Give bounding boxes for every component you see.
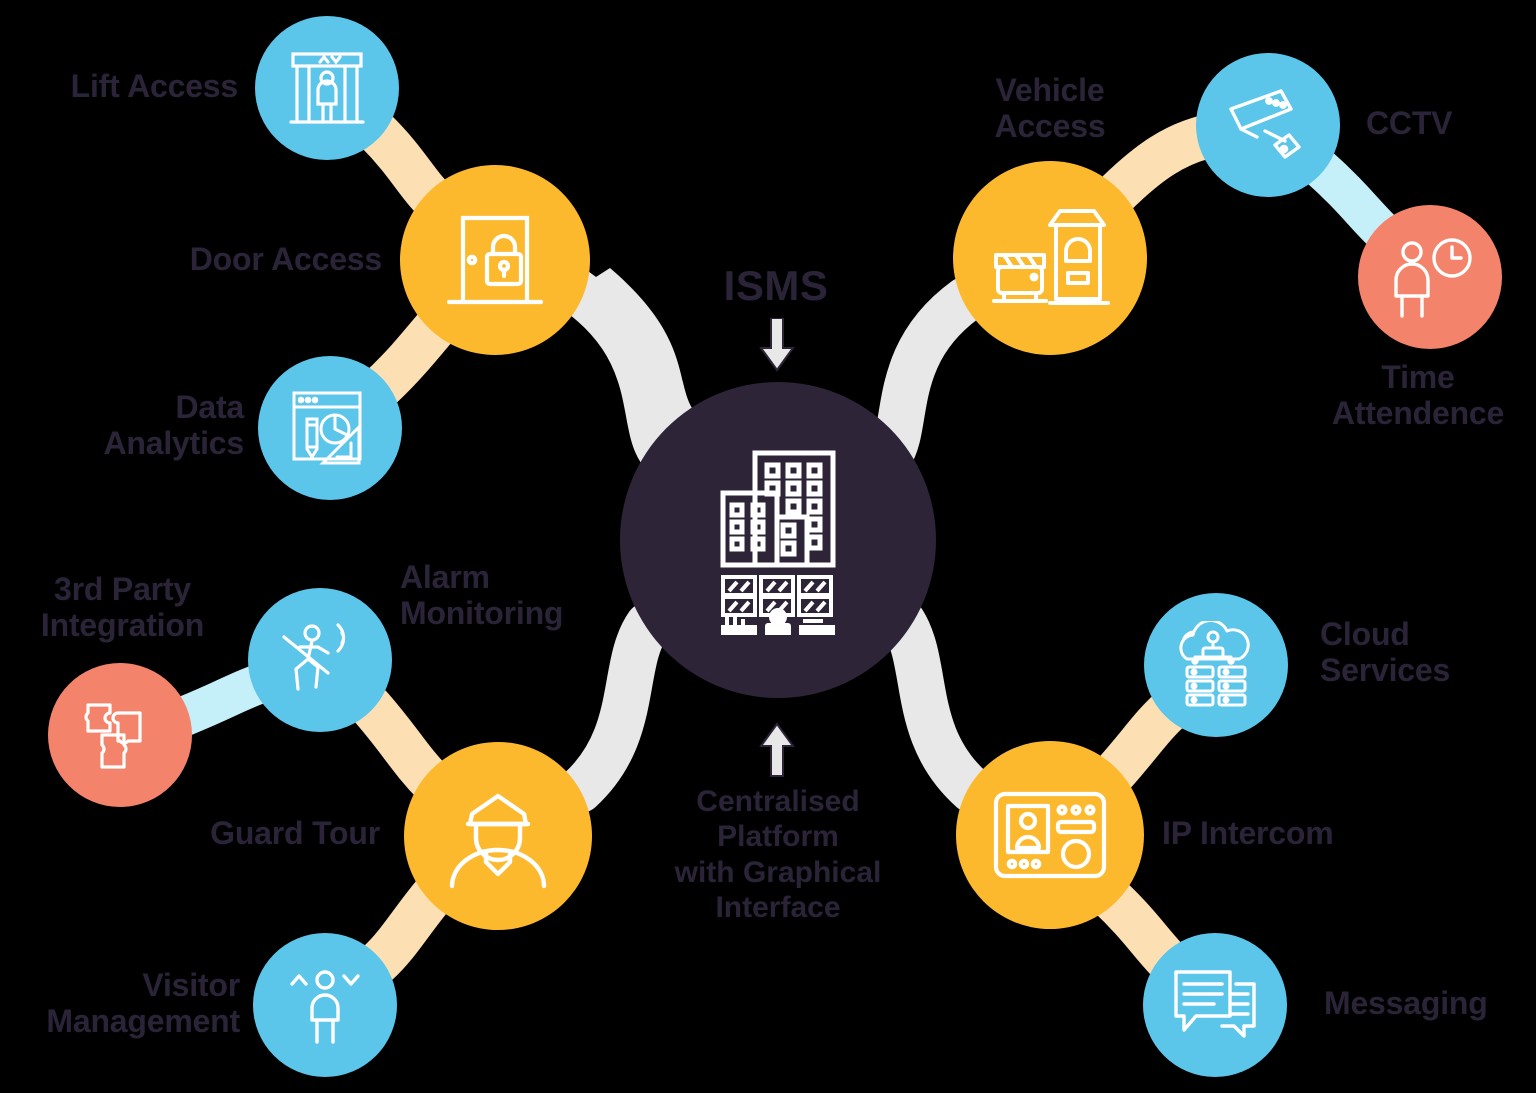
barrier-gate-icon	[988, 203, 1112, 313]
ribbon-door-to-hub-2	[552, 267, 683, 473]
node-vehicle-access[interactable]	[953, 161, 1147, 355]
node-third-party-integration[interactable]	[48, 663, 192, 807]
label-door-access: Door Access	[189, 241, 382, 277]
visitor-icon	[282, 962, 368, 1048]
analytics-icon	[287, 385, 373, 471]
node-door-access[interactable]	[400, 165, 590, 355]
puzzle-icon	[80, 695, 160, 775]
time-clock-icon	[1386, 236, 1474, 318]
central-hub[interactable]	[620, 382, 936, 698]
ribbon-hub-to-intercom	[880, 599, 995, 813]
building-reception-icon	[703, 445, 853, 635]
node-cctv[interactable]	[1196, 53, 1340, 197]
ribbon-vehicle-to-hub	[867, 277, 988, 478]
cloud-server-icon	[1171, 621, 1261, 709]
label-alarm-monitoring: Alarm Monitoring	[400, 559, 564, 631]
label-lift-access: Lift Access	[70, 68, 239, 104]
isms-title: ISMS	[723, 262, 829, 309]
node-lift-access[interactable]	[255, 16, 399, 160]
label-guard-tour: Guard Tour	[210, 815, 380, 851]
node-visitor-management[interactable]	[253, 933, 397, 1077]
label-visitor-management: Visitor Management	[46, 967, 240, 1039]
hub-caption: Centralised Platform with Graphical Inte…	[674, 785, 882, 925]
node-alarm-monitoring[interactable]	[248, 588, 392, 732]
intercom-panel-icon	[990, 788, 1110, 882]
ribbon-vehicle-to-cctv	[1090, 115, 1227, 220]
label-ip-intercom: IP Intercom	[1162, 815, 1334, 851]
guard-icon	[440, 782, 556, 890]
ribbon-alarm-to-guard	[348, 684, 456, 806]
label-vehicle-access: Vehicle Access	[994, 72, 1106, 144]
lift-icon	[285, 46, 369, 130]
ribbon-door-to-analytics	[356, 300, 462, 412]
label-cctv: CCTV	[1366, 105, 1453, 141]
node-data-analytics[interactable]	[258, 356, 402, 500]
label-cloud-services: Cloud Services	[1320, 616, 1451, 688]
arrow-down-icon	[759, 318, 795, 372]
node-ip-intercom[interactable]	[956, 741, 1144, 929]
node-messaging[interactable]	[1143, 933, 1287, 1077]
ribbon-cctv-to-time	[1298, 146, 1403, 252]
ribbon-intercom-to-messaging	[1086, 873, 1192, 985]
ribbon-thirdparty-to-alarm	[165, 663, 282, 736]
ribbon-hub-to-guard	[557, 602, 671, 813]
label-time-attendence: Time Attendence	[1331, 359, 1505, 431]
node-cloud-services[interactable]	[1144, 593, 1288, 737]
node-guard-tour[interactable]	[404, 742, 592, 930]
cctv-camera-icon	[1223, 83, 1313, 167]
label-messaging: Messaging	[1324, 985, 1488, 1021]
door-lock-icon	[443, 206, 547, 314]
messaging-icon	[1170, 964, 1260, 1046]
node-time-attendence[interactable]	[1358, 205, 1502, 349]
label-data-analytics: Data Analytics	[103, 389, 245, 461]
intruder-alarm-icon	[276, 617, 364, 703]
arrow-up-icon	[759, 722, 795, 777]
ribbon-intercom-to-cloud	[1088, 686, 1194, 800]
label-third-party-integration: 3rd Party Integration	[40, 571, 205, 643]
ribbon-guard-to-visitor	[356, 872, 456, 985]
